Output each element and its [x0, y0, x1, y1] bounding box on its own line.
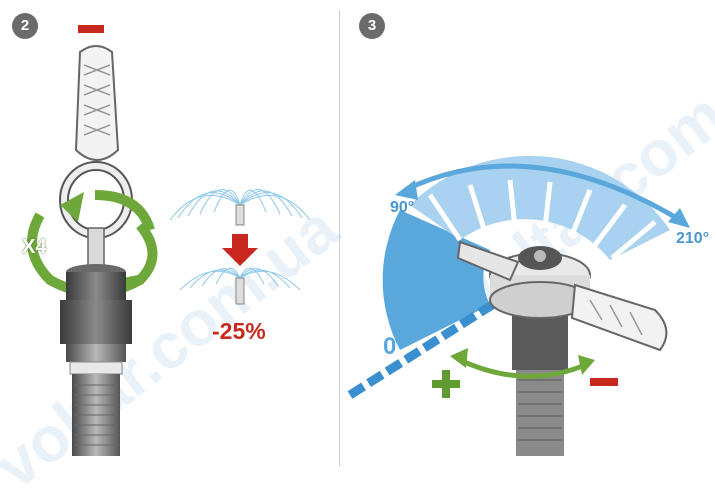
- range-arrow: [395, 163, 690, 228]
- angle-label-0: 0°: [383, 333, 406, 360]
- panel-3-illustration: [347, 155, 690, 456]
- step-number-badge: 2: [12, 13, 38, 39]
- minus-indicator: [78, 25, 104, 33]
- spray-pattern-full: [169, 189, 311, 226]
- angle-label-210: 210°: [676, 230, 710, 247]
- panel-2-illustration: [27, 25, 311, 456]
- adjust-direction-arrow: [450, 348, 595, 379]
- step-number-badge: 3: [359, 13, 385, 39]
- angle-label-90: 90°: [390, 199, 415, 216]
- increase-plus-icon: [432, 370, 460, 398]
- sprinkler-body: [60, 264, 132, 456]
- turns-count-label: X4: [22, 236, 47, 258]
- panel-divider: [339, 10, 340, 466]
- instruction-diagram: voltar.com.ua voltar.com.ua 2: [0, 10, 715, 502]
- down-arrow: [222, 234, 258, 266]
- adjustment-key-tool: [456, 240, 668, 352]
- sprinkler-body: [489, 246, 591, 456]
- flow-reduction-label: -25%: [212, 318, 266, 344]
- spray-pattern-reduced: [179, 268, 301, 305]
- adjustment-key-tool: [59, 45, 133, 269]
- decrease-minus-icon: [590, 378, 618, 386]
